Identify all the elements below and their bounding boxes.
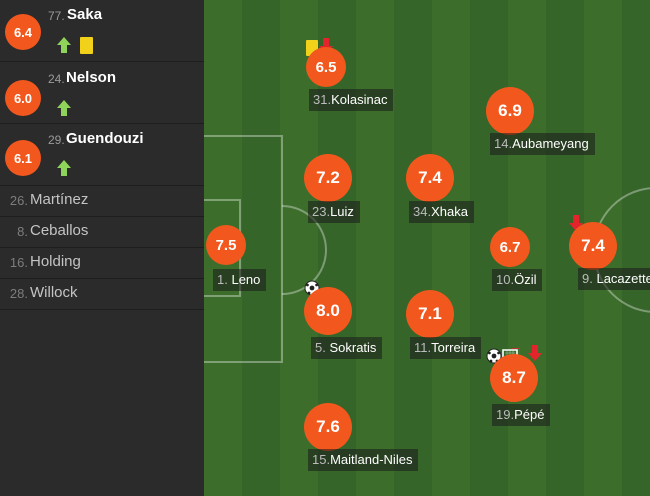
player-label: 1. Leno bbox=[213, 269, 267, 291]
substitute-row-nelson[interactable]: 6.0 24. Nelson bbox=[0, 62, 204, 124]
rating-badge: 6.9 bbox=[486, 87, 534, 135]
player-label: 15.Maitland-Niles bbox=[308, 449, 419, 471]
rating-badge: 7.5 bbox=[206, 225, 246, 265]
player-name: Nelson bbox=[66, 69, 117, 86]
rating-badge: 8.0 bbox=[304, 287, 352, 335]
player-name: Guendouzi bbox=[66, 130, 144, 147]
player-label: 23.Luiz bbox=[308, 201, 360, 223]
rating-badge: 6.0 bbox=[5, 80, 41, 116]
substituted-in-icon bbox=[57, 37, 71, 53]
player-label: 31.Kolasinac bbox=[309, 89, 394, 111]
player-name: Willock bbox=[30, 284, 78, 301]
unused-sub-row[interactable]: 16. Holding bbox=[0, 248, 204, 279]
rating-badge: 7.4 bbox=[406, 154, 454, 202]
yellow-card-icon bbox=[80, 37, 93, 54]
rating-badge: 6.7 bbox=[490, 227, 530, 267]
rating-badge: 7.2 bbox=[304, 154, 352, 202]
unused-sub-row[interactable]: 8. Ceballos bbox=[0, 217, 204, 248]
player-label: 19.Pépé bbox=[492, 404, 551, 426]
rating-badge: 7.1 bbox=[406, 290, 454, 338]
player-label: 34.Xhaka bbox=[409, 201, 474, 223]
rating-badge: 6.1 bbox=[5, 140, 41, 176]
rating-badge: 8.7 bbox=[490, 354, 538, 402]
shirt-number: 16. bbox=[9, 255, 28, 270]
player-name: Martínez bbox=[30, 191, 89, 208]
shirt-number: 29. bbox=[48, 133, 65, 147]
player-name: Holding bbox=[30, 253, 81, 270]
player-name: Ceballos bbox=[30, 222, 89, 239]
substituted-out-icon bbox=[528, 345, 542, 361]
rating-badge: 6.4 bbox=[5, 14, 41, 50]
substitutes-panel: 6.4 77. Saka 6.0 24. Nelson 6.1 29. Guen… bbox=[0, 0, 204, 496]
substitute-row-guendouzi[interactable]: 6.1 29. Guendouzi bbox=[0, 124, 204, 186]
player-label: 10.Özil bbox=[492, 269, 543, 291]
player-name: Saka bbox=[67, 6, 103, 23]
rating-badge: 6.5 bbox=[306, 47, 346, 87]
player-label: 14.Aubameyang bbox=[490, 133, 595, 155]
substituted-in-icon bbox=[57, 100, 71, 116]
player-label: 9. Lacazette bbox=[578, 268, 650, 290]
substitute-row-saka[interactable]: 6.4 77. Saka bbox=[0, 0, 204, 62]
unused-sub-row[interactable]: 28. Willock bbox=[0, 279, 204, 310]
substituted-in-icon bbox=[57, 160, 71, 176]
shirt-number: 26. bbox=[9, 193, 28, 208]
shirt-number: 24. bbox=[48, 72, 65, 86]
player-label: 5. Sokratis bbox=[311, 337, 383, 359]
rating-badge: 7.4 bbox=[569, 222, 617, 270]
shirt-number: 77. bbox=[48, 9, 65, 23]
player-label: 11.Torreira bbox=[410, 337, 482, 359]
rating-badge: 7.6 bbox=[304, 403, 352, 451]
shirt-number: 8. bbox=[17, 224, 28, 239]
unused-sub-row[interactable]: 26. Martínez bbox=[0, 186, 204, 217]
shirt-number: 28. bbox=[9, 286, 28, 301]
pitch: 7.5 1. Leno 6.5 31.Kolasinac 7.2 23.Luiz… bbox=[204, 0, 650, 496]
